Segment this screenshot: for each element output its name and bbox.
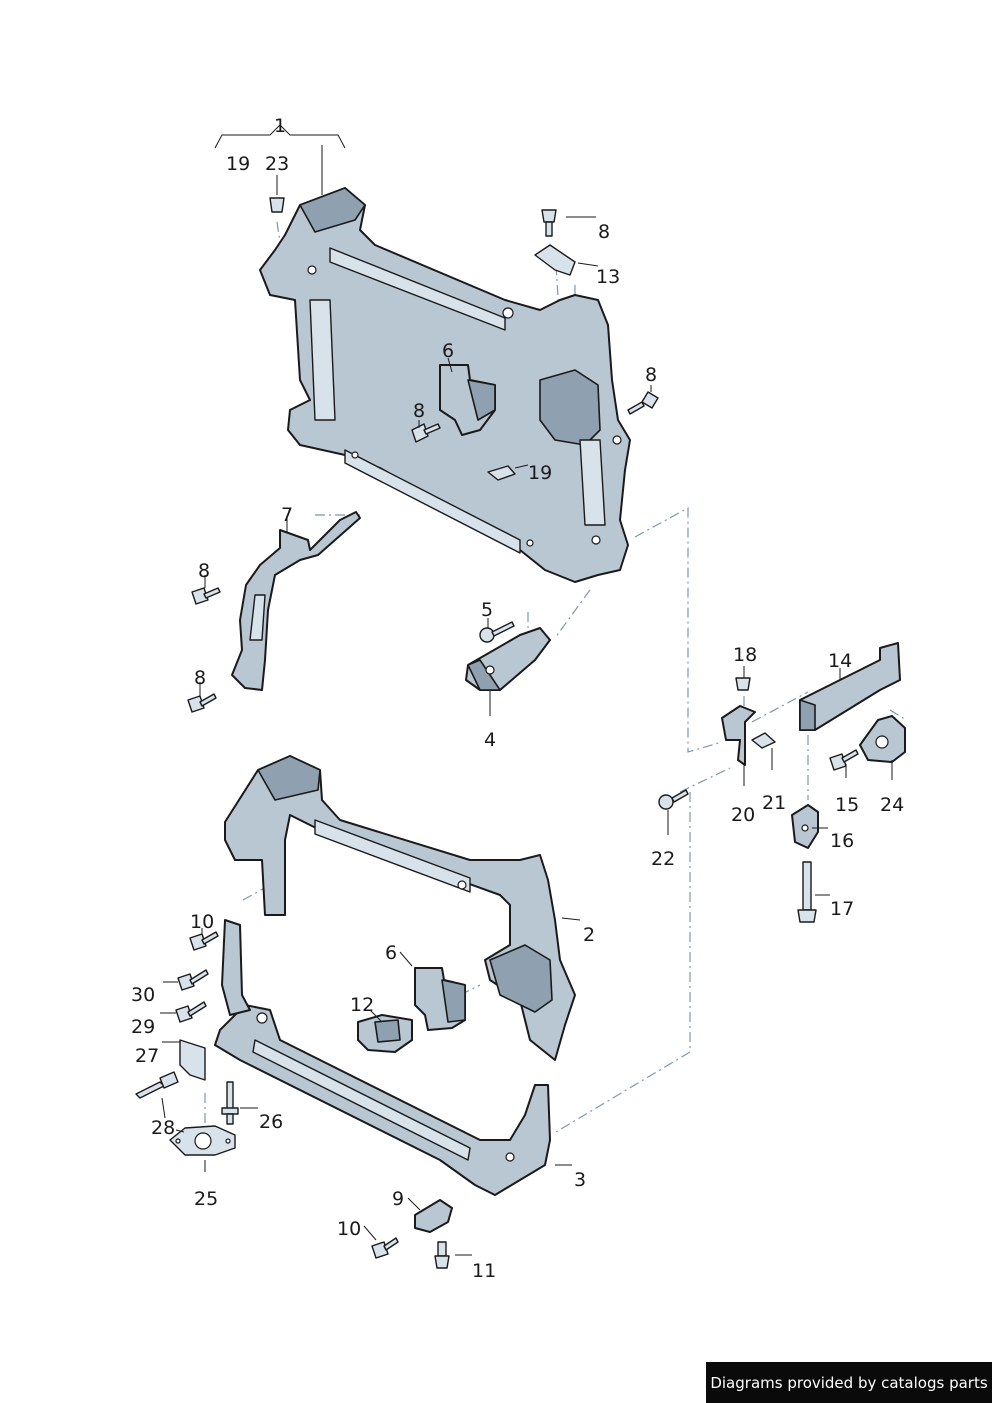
callout-14: 14 [828, 650, 852, 672]
leader-lines [160, 124, 893, 1256]
callout-20: 20 [731, 804, 755, 826]
callout-labels: 1 19 23 8 13 6 8 8 19 7 8 8 5 4 18 14 20… [131, 115, 904, 1282]
callout-3: 3 [574, 1169, 586, 1191]
callout-6b: 6 [385, 942, 397, 964]
callout-7: 7 [281, 504, 293, 526]
callout-4: 4 [484, 729, 496, 751]
callout-22: 22 [651, 848, 675, 870]
callout-1: 1 [274, 115, 286, 137]
callout-10b: 10 [337, 1218, 361, 1240]
bolt-10a [189, 931, 219, 951]
bracket-12[interactable] [357, 1014, 413, 1053]
bolt-11 [434, 1241, 450, 1269]
callout-28: 28 [151, 1117, 175, 1139]
bracket-7[interactable] [231, 511, 361, 691]
bracket-6-upper[interactable] [439, 364, 496, 436]
bracket-13[interactable] [534, 244, 576, 276]
bolt-17 [797, 861, 817, 923]
callout-8a: 8 [598, 221, 610, 243]
screw-29 [175, 1001, 207, 1023]
callout-27: 27 [135, 1045, 159, 1067]
screw-30 [177, 969, 209, 991]
clip-19[interactable] [487, 465, 516, 481]
callout-21: 21 [762, 792, 786, 814]
rivet [135, 1071, 179, 1099]
bolt-10b [371, 1237, 399, 1259]
callout-19a: 19 [226, 153, 250, 175]
callout-8d: 8 [198, 560, 210, 582]
callout-16: 16 [830, 830, 854, 852]
callout-19b: 19 [528, 462, 552, 484]
callout-30: 30 [131, 984, 155, 1006]
bolt-8d [191, 587, 221, 605]
screw-5 [479, 621, 515, 643]
callout-8e: 8 [194, 667, 206, 689]
bolt-8a [541, 209, 557, 237]
callout-25: 25 [194, 1188, 218, 1210]
bolt-8e [187, 693, 217, 713]
callout-6a: 6 [442, 340, 454, 362]
callout-8b: 8 [413, 400, 425, 422]
callout-5: 5 [481, 599, 493, 621]
callout-8c: 8 [645, 364, 657, 386]
plate-25[interactable] [169, 1125, 236, 1156]
callout-12: 12 [350, 994, 374, 1016]
bracket-6-lower[interactable] [414, 967, 466, 1031]
callout-17: 17 [830, 898, 854, 920]
callout-15: 15 [835, 794, 859, 816]
bolt-8b [411, 423, 441, 443]
clip-21[interactable] [751, 732, 776, 749]
callout-24: 24 [880, 794, 904, 816]
lower-crossmember-3[interactable] [214, 919, 551, 1196]
bolt-8c [627, 391, 659, 415]
bolt-15 [829, 749, 859, 771]
callout-23: 23 [265, 153, 289, 175]
callout-2: 2 [583, 924, 595, 946]
bracket-20[interactable] [721, 705, 756, 766]
guide-bracket-4[interactable] [465, 627, 551, 691]
callout-10a: 10 [190, 911, 214, 933]
callout-11: 11 [472, 1260, 496, 1282]
callout-13: 13 [596, 266, 620, 288]
callout-29: 29 [131, 1016, 155, 1038]
credit-banner: Diagrams provided by catalogs parts [706, 1362, 992, 1403]
callout-26: 26 [259, 1111, 283, 1133]
fasteners[interactable] [135, 197, 859, 1269]
pin-26 [221, 1081, 239, 1125]
bracket-16[interactable] [791, 804, 819, 849]
clip-9[interactable] [414, 1199, 453, 1233]
credit-text: Diagrams provided by catalogs parts [710, 1373, 988, 1392]
front-carrier-lower[interactable] [224, 755, 576, 1061]
bracket-27[interactable] [179, 1039, 206, 1081]
bolt-22 [658, 789, 689, 810]
callout-18: 18 [733, 644, 757, 666]
impact-absorber-14[interactable] [799, 642, 901, 731]
bracket-24[interactable] [859, 715, 906, 763]
callout-9: 9 [392, 1188, 404, 1210]
